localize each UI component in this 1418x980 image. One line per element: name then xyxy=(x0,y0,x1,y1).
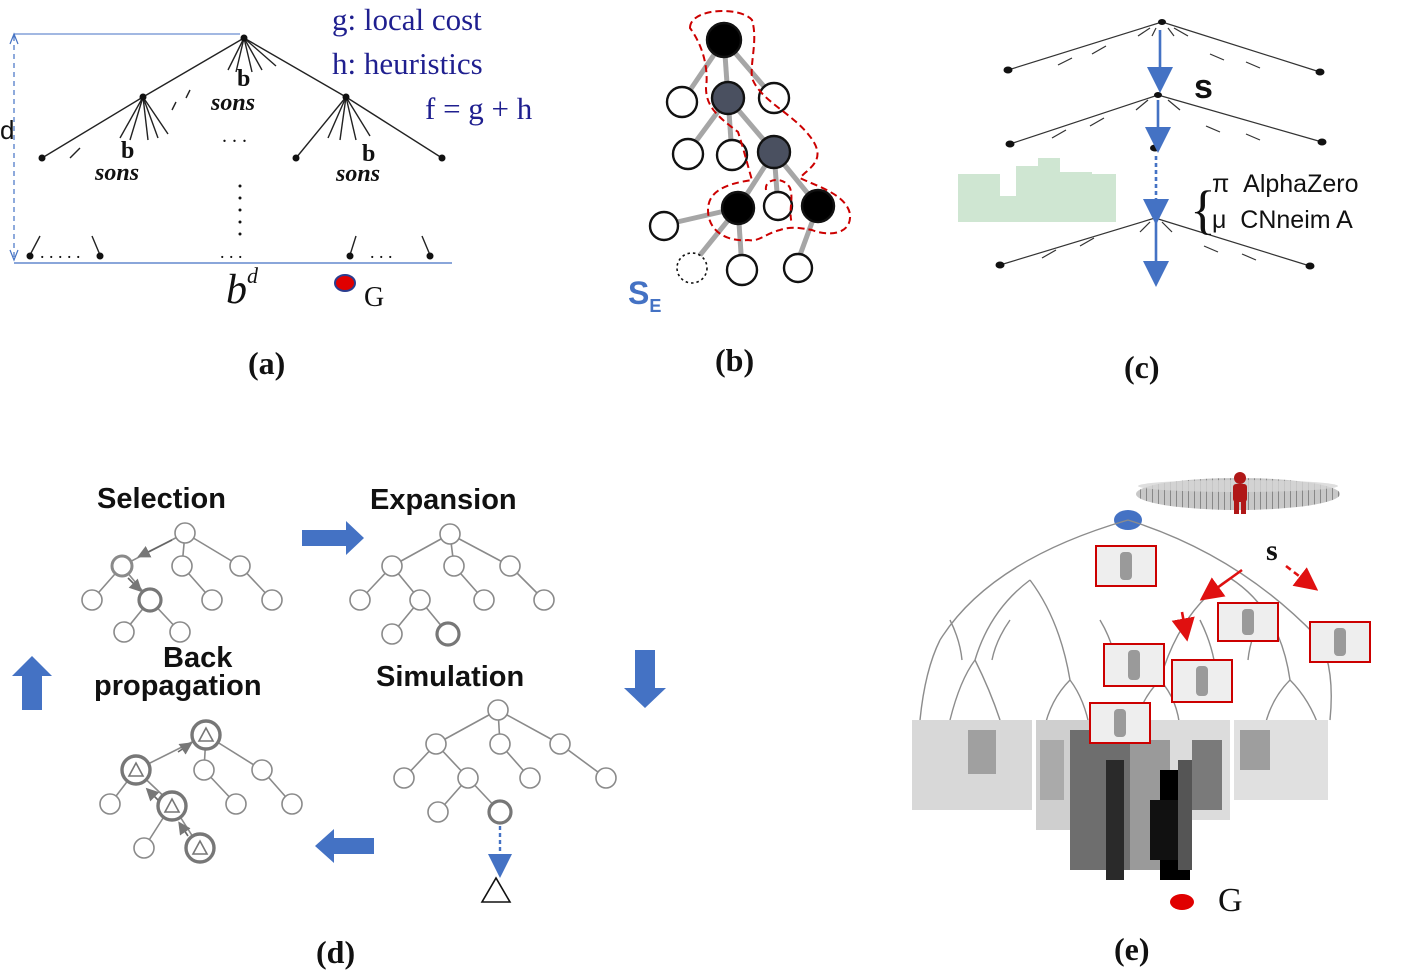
explored-subset-outline xyxy=(688,10,852,242)
leaves-exponent: d xyxy=(247,263,259,288)
terminal-triangle xyxy=(480,876,512,903)
step-expansion: Expansion xyxy=(370,484,517,516)
panel-e: s G (e) xyxy=(912,472,1371,967)
node-root xyxy=(705,21,743,59)
backprop-tree xyxy=(99,719,303,864)
leaf-ellipsis-mid: . . . xyxy=(220,242,243,262)
search-tree-c xyxy=(999,21,1323,267)
step-simulation: Simulation xyxy=(376,661,524,693)
arrow-down-d xyxy=(624,650,666,708)
selection-tree xyxy=(81,522,283,643)
state-label-c: s xyxy=(1194,68,1213,106)
ellipsis-horizontal: . . . xyxy=(222,125,247,147)
branch-word-top: sons xyxy=(210,90,255,116)
branch-word-left: sons xyxy=(94,160,139,186)
arrow-up-d xyxy=(12,656,52,710)
node-open xyxy=(782,252,814,284)
node-open xyxy=(715,138,749,172)
leaf-ellipsis-right: . . . xyxy=(370,242,393,262)
node-expanded xyxy=(710,80,746,116)
deep-subtrees-e xyxy=(912,720,1328,880)
panel-b: SE (b) xyxy=(628,10,852,378)
node-expanded xyxy=(756,134,792,170)
step-backprop-2: propagation xyxy=(94,670,262,702)
tree-nodes-a xyxy=(26,34,446,260)
expansion-tree xyxy=(349,523,555,647)
backprop-arrows xyxy=(145,742,193,837)
branch-letter-right: b xyxy=(362,141,375,167)
subset-subscript: E xyxy=(649,296,661,316)
leaves-base: b xyxy=(226,267,247,313)
caption-b: (b) xyxy=(715,342,754,378)
subset-base: S xyxy=(628,275,649,311)
legend-f: f = g + h xyxy=(425,91,533,126)
node-pruned xyxy=(676,252,708,284)
panel-a: d b sons b sons b sons . . . . . . . . .… xyxy=(0,2,533,381)
caption-a: (a) xyxy=(248,345,285,381)
policy-brace: { xyxy=(1190,180,1216,240)
panel-d: Selection Expansion Simulation Back prop… xyxy=(12,483,666,970)
green-block xyxy=(958,174,1000,222)
caption-d: (d) xyxy=(316,934,355,970)
step-selection: Selection xyxy=(97,483,226,515)
node-open xyxy=(725,253,759,287)
policy-mu: μ CNneim A xyxy=(1212,206,1353,234)
explored-subset-label: SE xyxy=(628,275,661,316)
legend-h: h: heuristics xyxy=(332,46,483,81)
branch-word-right: sons xyxy=(335,161,380,187)
node-open xyxy=(757,81,791,115)
policy-arrow-2 xyxy=(1285,564,1319,591)
arrow-right-d xyxy=(302,521,364,555)
node-open xyxy=(665,85,699,119)
leaf-ellipsis-left: . . . . . xyxy=(40,242,81,262)
ellipsis-vertical xyxy=(238,184,242,236)
node-open xyxy=(648,210,680,242)
node-open xyxy=(671,137,705,171)
branch-letter-left: b xyxy=(121,138,134,164)
backprop-triangles xyxy=(127,726,215,855)
policy-arrow-3 xyxy=(1171,611,1195,642)
depth-label: d xyxy=(0,115,14,145)
step-backprop-1: Back xyxy=(163,642,233,674)
state-box-figures xyxy=(1114,552,1346,737)
policy-pi: π AlphaZero xyxy=(1212,170,1358,198)
person-icon xyxy=(1233,472,1247,514)
caption-c: (c) xyxy=(1124,349,1160,385)
node-open xyxy=(762,190,794,222)
goal-label-a: G xyxy=(364,282,384,313)
branch-letter-top: b xyxy=(237,66,250,92)
goal-label-e: G xyxy=(1218,882,1243,919)
leaves-count: bd xyxy=(226,263,259,313)
node-closed xyxy=(720,190,756,226)
state-label-e: s xyxy=(1266,534,1278,567)
panel-c: s { π AlphaZero μ CNneim A (c) xyxy=(958,19,1358,385)
simulation-tree xyxy=(393,699,617,825)
goal-node-a xyxy=(334,274,356,292)
node-closed xyxy=(800,188,836,224)
tree-nodes-b xyxy=(648,21,836,287)
search-tree-a xyxy=(29,37,443,256)
legend-g: g: local cost xyxy=(332,2,482,37)
caption-e: (e) xyxy=(1114,931,1150,967)
policy-arrow-1 xyxy=(1199,568,1243,601)
arrow-left-d xyxy=(315,829,374,863)
opponent-crowd xyxy=(1136,472,1340,514)
goal-node-e xyxy=(1170,894,1194,910)
